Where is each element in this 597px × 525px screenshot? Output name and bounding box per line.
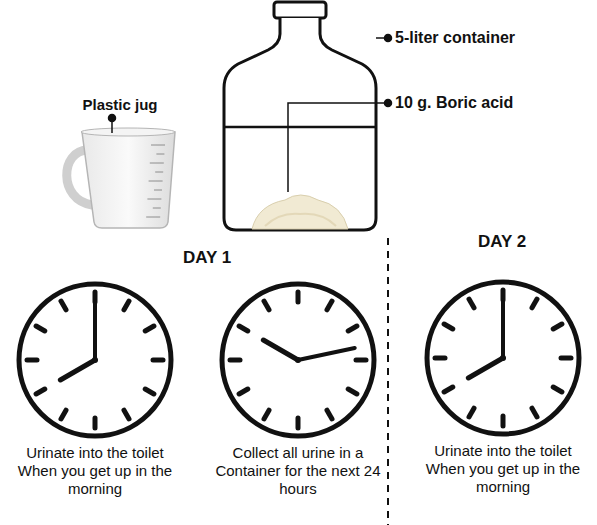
day-divider [387, 238, 389, 525]
day-heading: DAY 2 [452, 232, 552, 252]
bottle-drawing [224, 2, 376, 230]
part-label: 10 g. Boric acid [395, 93, 590, 112]
part-label: Plastic jug [70, 96, 170, 114]
clock-faces [19, 282, 579, 436]
day-heading: DAY 1 [157, 248, 257, 268]
step-caption: Urinate into the toilet When you get up … [8, 444, 182, 498]
step-caption: Collect all urine in a Container for the… [211, 444, 385, 498]
leader-lines [109, 35, 392, 193]
part-label: 5-liter container [395, 28, 590, 47]
jug-drawing [67, 128, 175, 228]
step-caption: Urinate into the toilet When you get up … [416, 442, 590, 496]
